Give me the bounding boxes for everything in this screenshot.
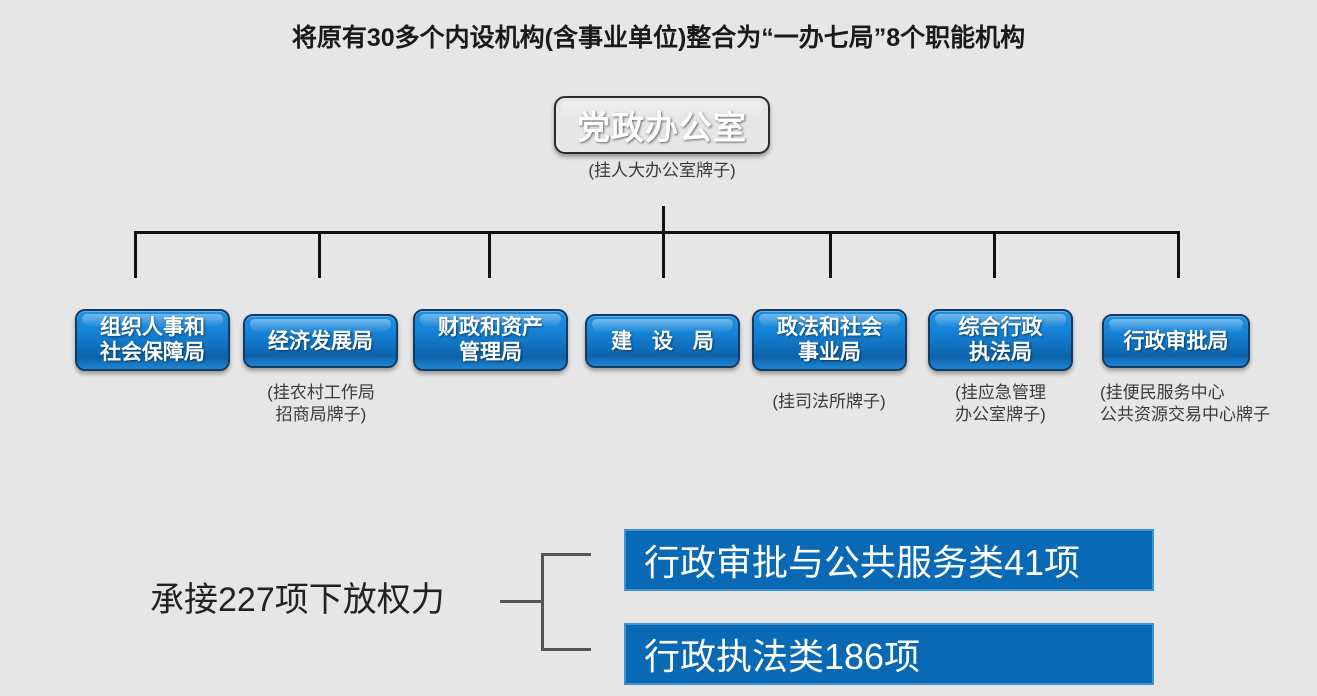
node-label: 组织人事和 社会保障局 [100,316,205,364]
bracket-spine [541,553,544,651]
node-label: 建 设 局 [611,329,721,353]
connector-drop-6 [993,231,996,278]
caption-comprehensive-administrative-enforcement-bureau: (挂应急管理 办公室牌子) [955,383,1046,424]
page-title: 将原有30多个内设机构(含事业单位)整合为“一办七局”8个职能机构 [291,24,1026,52]
node-construction-bureau[interactable]: 建 设 局 [585,314,740,368]
caption-administrative-approval-bureau: (挂便民服务中心 公共资源交易中心牌子 [1100,383,1270,424]
bracket-stem [500,600,543,603]
connector-drop-4 [662,231,665,278]
connector-drop-7 [1177,231,1180,278]
delegation-heading: 承接227项下放权力 [150,581,445,619]
caption-economic-development-bureau: (挂农村工作局 招商局牌子) [267,383,375,424]
bracket-arm-bottom [541,648,591,651]
caption-politics-law-social-affairs-bureau: (挂司法所牌子) [772,392,886,411]
bar-label: 行政执法类186项 [644,636,921,677]
bar-administrative-approval-public-service[interactable]: 行政审批与公共服务类41项 [624,529,1154,591]
node-label: 行政审批局 [1123,329,1229,353]
connector-bus [134,231,1180,234]
node-administrative-approval-bureau[interactable]: 行政审批局 [1102,314,1250,368]
node-label: 综合行政 执法局 [958,316,1043,364]
node-party-government-office[interactable]: 党政办公室 [554,96,770,154]
node-finance-asset-management-bureau[interactable]: 财政和资产 管理局 [413,309,568,371]
bar-administrative-enforcement[interactable]: 行政执法类186项 [624,623,1154,685]
node-economic-development-bureau[interactable]: 经济发展局 [243,314,398,368]
node-label: 党政办公室 [577,109,747,146]
node-organization-personnel-social-security[interactable]: 组织人事和 社会保障局 [75,309,230,371]
connector-drop-5 [829,231,832,278]
node-comprehensive-administrative-enforcement-bureau[interactable]: 综合行政 执法局 [928,309,1073,371]
caption-party-government-office: (挂人大办公室牌子) [588,161,736,180]
bar-label: 行政审批与公共服务类41项 [644,542,1081,583]
node-label: 财政和资产 管理局 [438,316,543,364]
node-label: 经济发展局 [268,329,373,353]
node-label: 政法和社会 事业局 [777,316,882,364]
connector-drop-2 [318,231,321,278]
connector-drop-1 [134,231,137,278]
connector-drop-3 [488,231,491,278]
node-politics-law-social-affairs-bureau[interactable]: 政法和社会 事业局 [752,309,907,371]
bracket-arm-top [541,553,591,556]
